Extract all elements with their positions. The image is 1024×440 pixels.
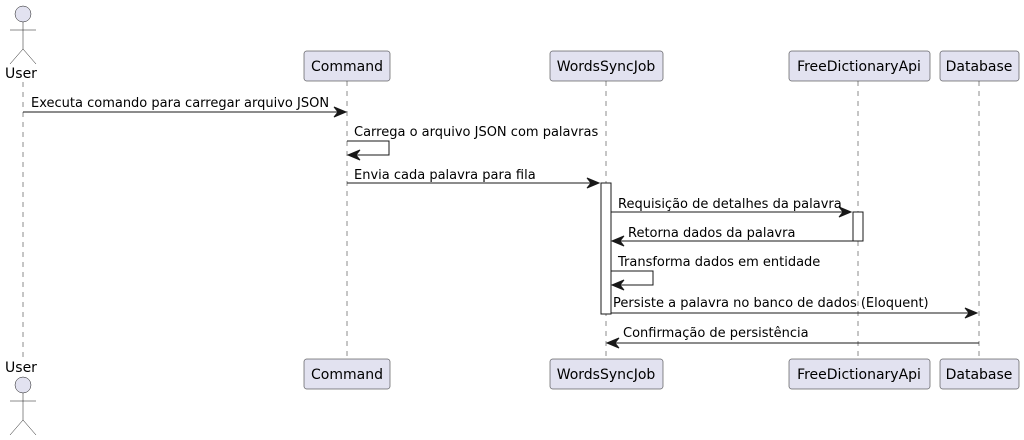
participant-label: FreeDictionaryApi	[797, 367, 921, 383]
participant-database-bottom: Database	[939, 358, 1020, 390]
actor-right-leg-icon	[22, 419, 37, 436]
participant-command-top: Command	[303, 50, 391, 82]
participant-label: WordsSyncJob	[557, 367, 656, 383]
message-label: Executa comando para carregar arquivo JS…	[31, 96, 329, 111]
arrowhead-icon	[964, 307, 979, 319]
participant-wordssyncjob-bottom: WordsSyncJob	[549, 358, 664, 390]
message-label: Envia cada palavra para fila	[354, 168, 536, 183]
arrowhead-icon	[605, 337, 620, 349]
participant-label: FreeDictionaryApi	[797, 59, 921, 75]
message-executa-comando: Executa comando para carregar arquivo JS…	[23, 96, 348, 118]
actor-head-icon	[14, 5, 32, 23]
arrowhead-icon	[838, 206, 853, 218]
message-label: Requisição de detalhes da palavra	[618, 197, 842, 212]
actor-user-top: User	[5, 5, 37, 82]
activation-freedictionaryapi	[852, 211, 864, 242]
message-label: Transforma dados em entidade	[617, 255, 820, 270]
actor-left-leg-icon	[9, 419, 24, 436]
participant-label: Command	[311, 59, 383, 75]
message-confirmacao: Confirmação de persistência	[605, 326, 979, 349]
message-label: Confirmação de persistência	[623, 326, 809, 341]
arrowhead-icon	[346, 149, 361, 161]
arrowhead-icon	[586, 177, 601, 189]
actor-user-bottom: User	[5, 360, 37, 436]
participant-label: Command	[311, 367, 383, 383]
message-envia-palavra: Envia cada palavra para fila	[347, 168, 601, 189]
participant-freedictionaryapi-bottom: FreeDictionaryApi	[788, 358, 931, 390]
actor-label-top: User	[5, 66, 37, 82]
arrowhead-icon	[610, 279, 625, 291]
participant-command-bottom: Command	[303, 358, 391, 390]
message-label: Retorna dados da palavra	[628, 226, 795, 241]
actor-head-icon	[14, 376, 32, 394]
actor-right-leg-icon	[22, 48, 37, 65]
participant-wordssyncjob-top: WordsSyncJob	[549, 50, 664, 82]
participant-label: Database	[946, 367, 1013, 383]
message-label: Carrega o arquivo JSON com palavras	[354, 125, 598, 140]
message-persiste-palavra: Persiste a palavra no banco de dados (El…	[611, 296, 979, 319]
arrowhead-icon	[610, 235, 625, 247]
activation-wordssyncjob	[600, 182, 612, 315]
message-label: Persiste a palavra no banco de dados (El…	[613, 296, 929, 311]
participant-label: WordsSyncJob	[557, 59, 656, 75]
participant-freedictionaryapi-top: FreeDictionaryApi	[788, 50, 931, 82]
arrowhead-icon	[333, 106, 348, 118]
message-requisicao-detalhes: Requisição de detalhes da palavra	[611, 197, 853, 218]
participant-database-top: Database	[939, 50, 1020, 82]
message-carrega-arquivo: Carrega o arquivo JSON com palavras	[346, 125, 598, 161]
message-transforma-dados: Transforma dados em entidade	[610, 255, 820, 291]
message-retorna-dados: Retorna dados da palavra	[610, 226, 853, 247]
actor-label-bottom: User	[5, 360, 37, 376]
participant-label: Database	[946, 59, 1013, 75]
actor-left-leg-icon	[9, 48, 24, 65]
